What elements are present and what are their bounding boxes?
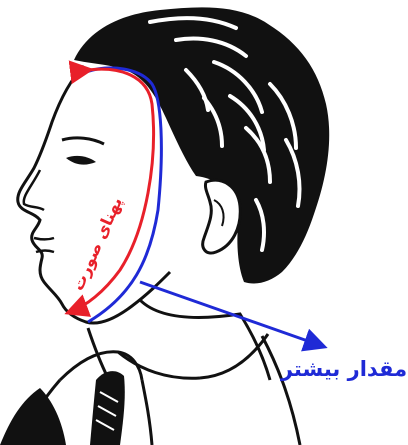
ear [203, 180, 241, 253]
nose [24, 170, 44, 210]
face-width-label: پهنای صورت [68, 194, 127, 294]
neck [140, 300, 270, 380]
eyebrow [62, 138, 104, 144]
eye [66, 156, 96, 165]
lips [34, 238, 54, 252]
tie [90, 371, 125, 445]
blue-face-contour [86, 68, 161, 322]
more-amount-label: مقدار بیشتر [280, 357, 407, 381]
jacket-lapel [0, 388, 66, 445]
